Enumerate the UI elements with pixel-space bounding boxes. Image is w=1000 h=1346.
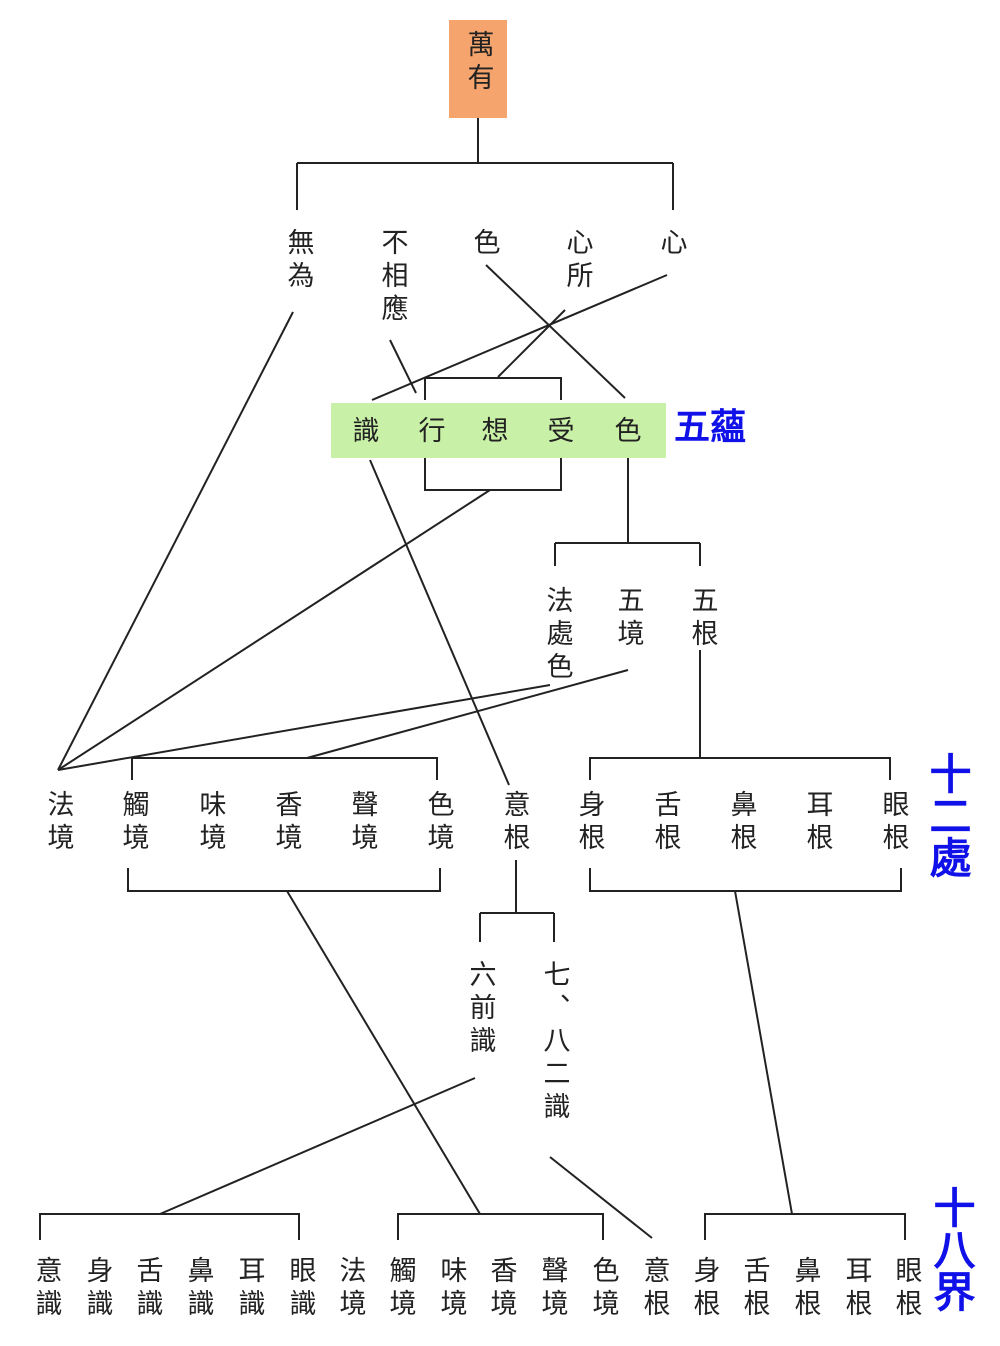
root-connector xyxy=(296,118,674,210)
link-shi-to-yigen xyxy=(369,459,510,786)
element-er-shi: 耳識 xyxy=(233,1256,265,1322)
element-chu-jing: 觸境 xyxy=(384,1256,416,1322)
skandha-xing: 行 xyxy=(418,416,446,447)
link-bracket-to-fajing xyxy=(57,489,491,771)
mind-root-connector xyxy=(479,860,555,942)
bu-xiang-ying-label: 不相應 xyxy=(376,228,408,327)
element-yi-gen: 意根 xyxy=(638,1256,670,1322)
element-wei-jing: 味境 xyxy=(435,1256,467,1322)
roots-18-bracket xyxy=(704,1213,906,1240)
link-buxiangying-to-xing xyxy=(389,339,417,394)
element-er-gen: 耳根 xyxy=(840,1256,872,1322)
element-she-shi: 舌識 xyxy=(131,1256,163,1322)
skandha-shou: 受 xyxy=(547,416,575,447)
skandha-xiang: 想 xyxy=(481,416,509,447)
element-yi-shi: 意識 xyxy=(30,1256,62,1322)
element-yan-gen: 眼根 xyxy=(890,1256,922,1322)
element-bi-shi: 鼻識 xyxy=(182,1256,214,1322)
fa-chu-se-label: 法處色 xyxy=(541,586,573,685)
se-label: 色 xyxy=(468,228,500,261)
link-xinsuo-to-bracket xyxy=(497,309,566,378)
skandha-se: 色 xyxy=(614,416,642,447)
base-shen-gen: 身根 xyxy=(573,790,605,856)
skandha-shi: 識 xyxy=(352,416,380,447)
element-fa-jing: 法境 xyxy=(334,1256,366,1322)
base-chu-jing: 觸境 xyxy=(117,790,149,856)
link-xin-to-skandha-shi xyxy=(371,274,668,401)
base-sheng-jing: 聲境 xyxy=(346,790,378,856)
link-wujing-to-objects xyxy=(306,669,629,759)
objects-top-bracket xyxy=(131,757,438,780)
link-six-consciousness xyxy=(159,1077,476,1215)
xiang-shou-bracket xyxy=(424,377,562,491)
eighteen-elements-title: 十八界 xyxy=(927,1186,976,1312)
qi-ba-er-shi-label: 七、八二識 xyxy=(538,960,570,1125)
base-se-jing: 色境 xyxy=(422,790,454,856)
xin-suo-label: 心所 xyxy=(561,228,593,294)
liu-qian-shi-label: 六前識 xyxy=(464,960,496,1059)
roots-bottom-bracket xyxy=(589,868,902,892)
base-xiang-jing: 香境 xyxy=(270,790,302,856)
objects-bottom-bracket xyxy=(127,868,441,892)
element-shen-shi: 身識 xyxy=(81,1256,113,1322)
element-se-jing: 色境 xyxy=(587,1256,619,1322)
link-se-to-skandha-se xyxy=(485,264,626,399)
element-yan-shi: 眼識 xyxy=(284,1256,316,1322)
xin-label: 心 xyxy=(655,228,687,261)
link-seventh-eighth xyxy=(549,1156,653,1239)
element-bi-gen: 鼻根 xyxy=(789,1256,821,1322)
base-wei-jing: 味境 xyxy=(194,790,226,856)
link-roots-to-18-roots xyxy=(734,890,793,1215)
link-objects-to-18-objects xyxy=(286,890,481,1215)
form-split-connector xyxy=(554,458,701,566)
element-sheng-jing: 聲境 xyxy=(536,1256,568,1322)
five-aggregates-title: 五蘊 xyxy=(674,407,747,448)
element-she-gen: 舌根 xyxy=(738,1256,770,1322)
consciousness-bracket xyxy=(39,1213,300,1240)
link-wuwei-to-fajing xyxy=(57,311,294,771)
base-yi-gen: 意根 xyxy=(498,790,530,856)
base-bi-gen: 鼻根 xyxy=(725,790,757,856)
base-yan-gen: 眼根 xyxy=(877,790,909,856)
base-er-gen: 耳根 xyxy=(801,790,833,856)
twelve-bases-title: 十二處 xyxy=(923,752,972,878)
link-fachuse-to-fajing xyxy=(57,684,551,771)
wuwei-label: 無為 xyxy=(282,228,314,294)
base-she-gen: 舌根 xyxy=(649,790,681,856)
five-aggregates-highlight xyxy=(331,403,666,458)
roots-top-bracket xyxy=(589,757,891,780)
wu-gen-label: 五根 xyxy=(686,586,718,652)
wu-jing-label: 五境 xyxy=(612,586,644,652)
objects-18-bracket xyxy=(397,1213,604,1240)
root-label: 萬有 xyxy=(462,30,494,96)
element-shen-gen: 身根 xyxy=(688,1256,720,1322)
root-highlight xyxy=(449,20,507,118)
base-fa-jing: 法境 xyxy=(42,790,74,856)
element-xiang-jing: 香境 xyxy=(485,1256,517,1322)
